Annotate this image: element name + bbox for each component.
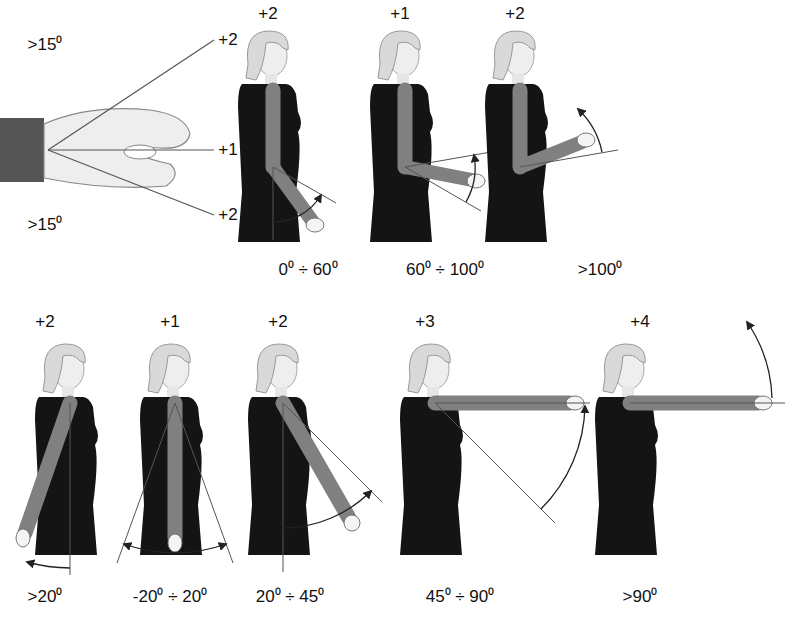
score-label: +4 — [630, 313, 649, 332]
figure-body — [400, 344, 463, 555]
score-label: +2 — [35, 313, 54, 332]
score-label: +2 — [218, 206, 237, 225]
forearm-figure — [238, 31, 336, 242]
angle-line — [48, 40, 214, 150]
forearm-figure — [485, 31, 618, 242]
hand — [344, 515, 360, 531]
angle-label: 45⁰ ÷ 90⁰ — [426, 588, 495, 607]
finger-gap — [124, 145, 156, 159]
angle-line — [435, 403, 590, 404]
upper-arm-figure — [16, 344, 98, 575]
upper-arm-figure — [400, 344, 590, 555]
hand — [16, 529, 30, 547]
hand — [306, 218, 324, 232]
forearm — [405, 167, 472, 180]
angle-line — [283, 403, 284, 572]
score-label: +1 — [218, 141, 237, 160]
angle-line — [273, 167, 336, 203]
figure-body — [35, 344, 98, 555]
upper-arm-figure — [117, 344, 233, 563]
score-label: +2 — [268, 313, 287, 332]
angle-arrow — [273, 195, 321, 222]
angle-line — [70, 403, 71, 575]
forearm — [520, 142, 582, 167]
angle-label: >15⁰ — [28, 216, 63, 235]
angle-arrow — [747, 322, 772, 398]
figure-body — [595, 344, 658, 555]
angle-line — [48, 149, 214, 150]
forearm — [273, 167, 313, 222]
angle-line — [520, 150, 618, 167]
arm — [25, 403, 70, 533]
upper-arm-figure — [595, 322, 785, 555]
angle-line — [630, 403, 785, 404]
hand — [467, 174, 485, 188]
score-label: +3 — [415, 313, 434, 332]
angle-arrow — [283, 491, 371, 528]
arm — [283, 403, 349, 518]
angle-line — [273, 167, 274, 240]
angle-label: >90⁰ — [623, 588, 658, 607]
score-label: +1 — [390, 5, 409, 24]
angle-arrow — [124, 544, 226, 553]
angle-label: 0⁰ ÷ 60⁰ — [278, 261, 337, 280]
figure-body — [370, 31, 433, 242]
angle-line — [48, 150, 214, 215]
wrist-illustration — [0, 40, 214, 215]
angle-label: >15⁰ — [28, 36, 63, 55]
forearm-figure — [370, 31, 491, 242]
score-label: +2 — [505, 5, 524, 24]
upper-arm — [398, 90, 413, 167]
angle-label: >20⁰ — [28, 588, 63, 607]
angle-label: -20⁰ ÷ 20⁰ — [133, 588, 207, 607]
angle-line — [435, 403, 555, 523]
angle-line — [405, 167, 481, 211]
angle-arrow — [578, 109, 602, 152]
upper-arm — [513, 90, 528, 167]
angle-line — [283, 403, 382, 502]
score-label: +2 — [218, 31, 237, 50]
forearm-block — [0, 118, 44, 182]
angle-line — [117, 403, 175, 563]
angle-label: >100⁰ — [578, 261, 622, 280]
upper-arm-figure — [248, 344, 382, 572]
figure-body — [238, 31, 301, 242]
angle-arrow — [27, 562, 70, 568]
hand — [168, 534, 182, 552]
score-label: +1 — [160, 313, 179, 332]
angle-label: 60⁰ ÷ 100⁰ — [406, 261, 484, 280]
angle-line — [405, 152, 491, 167]
score-label: +2 — [258, 5, 277, 24]
figure-body — [485, 31, 548, 242]
arm — [168, 403, 183, 538]
upper-arm — [266, 90, 281, 167]
angle-arrow — [541, 406, 585, 509]
angle-line — [175, 403, 233, 563]
angle-label: 20⁰ ÷ 45⁰ — [256, 588, 325, 607]
figure-body — [140, 344, 203, 555]
angle-arrow — [466, 155, 475, 202]
hand — [577, 133, 595, 147]
hand-shape — [44, 109, 190, 188]
